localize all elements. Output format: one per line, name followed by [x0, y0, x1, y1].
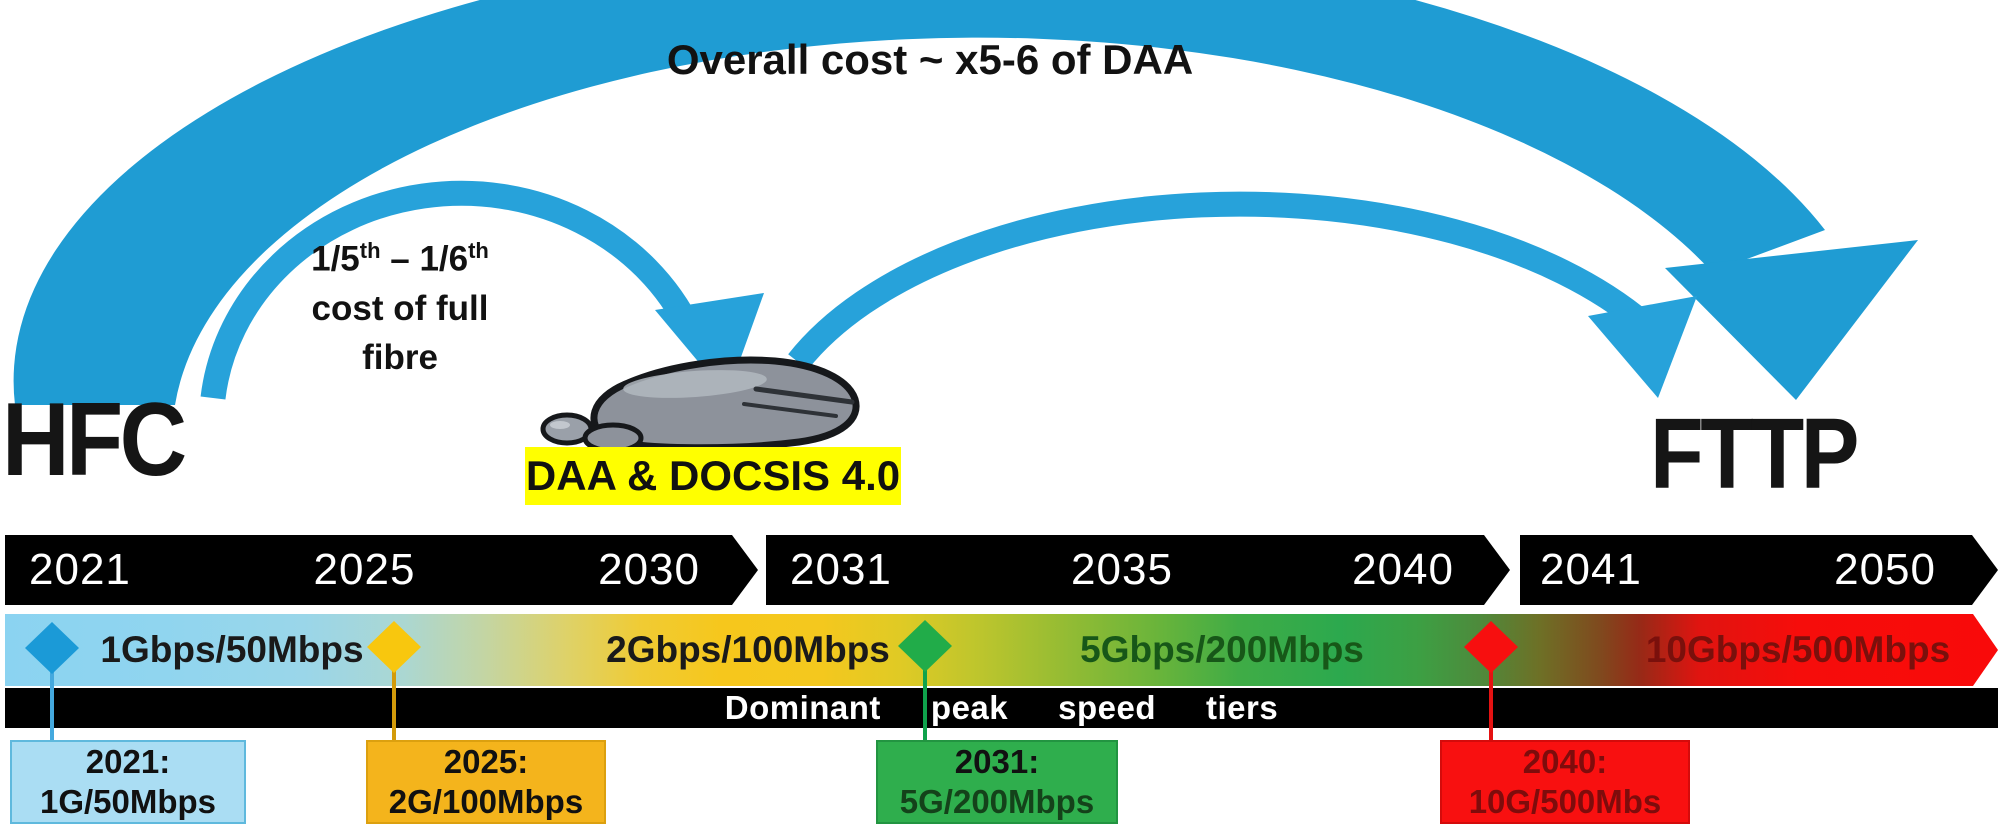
callout-box-2025: 2025: 2G/100Mbps [366, 740, 606, 824]
tier-bar-word: speed [1058, 689, 1157, 726]
callout-year: 2040: [1522, 743, 1608, 780]
arrowhead-fttp-large-icon [1665, 240, 1918, 400]
connector-2021 [50, 648, 54, 740]
fttp-node-label: FTTP [1650, 398, 1859, 510]
speed-gradient-band [5, 614, 1998, 686]
arc-hfc-to-daa [200, 180, 702, 400]
year-label: 2025 [313, 545, 416, 594]
daa-cost-annotation: 1/5th – 1/6th cost of full fibre [265, 226, 535, 382]
timeline-segment-2031-2040: 2031 2035 2040 [766, 535, 1510, 605]
arrowhead-daa-icon [655, 293, 764, 396]
arc-daa-to-fttp [788, 191, 1654, 370]
tier-bar-word: Dominant [724, 689, 881, 726]
callout-speed: 10G/500Mbs [1468, 783, 1662, 820]
connector-2031 [923, 648, 927, 740]
dominant-peak-speed-tiers-bar: Dominant peak speed tiers [5, 688, 1998, 728]
callout-box-2021: 2021: 1G/50Mbps [10, 740, 246, 824]
stepping-stone-rock-icon [540, 356, 860, 454]
daa-docsis-highlight-label: DAA & DOCSIS 4.0 [525, 447, 901, 505]
callout-box-2031: 2031: 5G/200Mbps [876, 740, 1118, 824]
hfc-node-label: HFC [2, 382, 187, 498]
daa-cost-line2: cost of full [311, 288, 489, 328]
year-label: 2021 [29, 545, 131, 594]
callout-speed: 5G/200Mbps [899, 783, 1095, 820]
connector-2025 [392, 648, 396, 740]
year-label: 2041 [1540, 545, 1642, 594]
tier-label-1gbps: 1Gbps/50Mbps [100, 629, 364, 670]
callout-speed: 1G/50Mbps [39, 783, 217, 820]
tier-bar-word: peak [930, 689, 1009, 726]
year-label: 2050 [1834, 545, 1936, 594]
year-label: 2035 [1071, 545, 1173, 594]
overall-cost-annotation: Overall cost ~ x5-6 of DAA [666, 36, 1194, 83]
timeline-segment-2041-2050: 2041 2050 [1520, 535, 1998, 605]
callout-speed: 2G/100Mbps [388, 783, 584, 820]
tier-bar-word: tiers [1206, 689, 1279, 726]
tier-label-5gbps: 5Gbps/200Mbps [1080, 629, 1364, 670]
arc-hfc-to-fttp [13, 0, 1825, 405]
daa-cost-line1: 1/5th – 1/6th [311, 238, 489, 279]
callout-year: 2021: [85, 743, 171, 780]
tier-label-2gbps: 2Gbps/100Mbps [606, 629, 890, 670]
tier-label-10gbps: 10Gbps/500Mbps [1645, 629, 1951, 670]
arrowhead-fttp-small-icon [1588, 296, 1697, 398]
arrows-illustration [13, 0, 1918, 454]
year-label: 2031 [790, 545, 892, 594]
connector-2040 [1489, 648, 1493, 740]
year-label: 2030 [598, 545, 700, 594]
timeline-segment-2021-2030: 2021 2025 2030 [5, 535, 758, 605]
daa-cost-line3: fibre [362, 337, 438, 377]
callout-year: 2025: [443, 743, 529, 780]
year-label: 2040 [1352, 545, 1454, 594]
callout-year: 2031: [954, 743, 1040, 780]
callout-box-2040: 2040: 10G/500Mbs [1440, 740, 1690, 824]
